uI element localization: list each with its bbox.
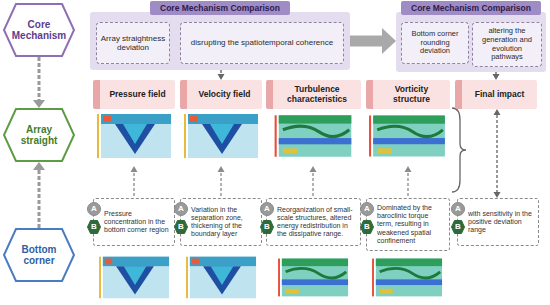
header-text: Vorticity structure (373, 83, 450, 106)
marker-letter: A (178, 205, 184, 213)
marker-letter: B (364, 223, 370, 231)
header-text: Final impact (472, 88, 528, 101)
mechanism-text: Array straightness deviation (97, 32, 169, 54)
marker-letter: A (264, 205, 270, 213)
marker-circle: A (87, 202, 101, 216)
mechanism-text: disrupting the spatiotemporal coherence (188, 36, 336, 49)
mechanism-text: Bottom corner rounding deviation (402, 28, 468, 58)
effect-box: Reorganization of small-scale structures… (266, 198, 361, 246)
grouping-brace (452, 108, 466, 192)
velocity-plot (182, 108, 262, 163)
effect-text: Reorganization of small-scale structures… (267, 203, 360, 241)
circle-badge (361, 203, 374, 216)
circle-badge (175, 203, 188, 216)
aspect-header: Final impact (455, 80, 537, 109)
circle-badge (452, 203, 465, 216)
circle-badge (88, 203, 101, 216)
aspect-header: Turbulence characteristics (266, 80, 361, 109)
effect-text: Dominated by the baroclinic torque term,… (367, 201, 449, 247)
marker-circle: A (451, 202, 465, 216)
panel-heading: Core Mechanism Comparison (150, 1, 290, 15)
category-label: Core Mechanism (3, 19, 75, 42)
marker-hexagon: B (174, 220, 188, 234)
hexagon-badge (361, 221, 374, 234)
vorticity-plot (367, 107, 449, 163)
marker-letter: A (364, 205, 370, 213)
marker-hexagon: B (360, 220, 374, 234)
aspect-header: Pressure field (93, 80, 175, 109)
marker-letter: B (178, 223, 184, 231)
leader-arrow (220, 172, 221, 196)
marker-letter: B (455, 223, 461, 231)
panel-heading: Core Mechanism Comparison (401, 1, 541, 15)
marker-hexagon: B (451, 220, 465, 234)
pressure-plot (97, 251, 173, 303)
vorticity-plot (370, 251, 446, 303)
marker-circle: A (174, 202, 188, 216)
turbulence-plot (276, 251, 352, 303)
leader-arrow (133, 172, 134, 196)
circle-badge (261, 203, 274, 216)
marker-circle: A (360, 202, 374, 216)
hexagon-outline (4, 109, 74, 161)
connector-arrow (220, 70, 221, 74)
mechanism-text: altering the generation and evolution pa… (473, 25, 541, 64)
category-label: Array straight (3, 124, 75, 147)
marker-hexagon: B (87, 220, 101, 234)
effect-box: with sensitivity in the positive deviati… (457, 198, 539, 246)
effect-text: with sensitivity in the positive deviati… (458, 207, 538, 237)
connector-arrow (495, 72, 496, 74)
marker-letter: A (91, 205, 97, 213)
hexagon-badge (452, 221, 465, 234)
category-label: Bottom corner (3, 244, 75, 267)
hexagon-badge (175, 221, 188, 234)
hexagon-badge (88, 221, 101, 234)
velocity-plot (184, 251, 260, 303)
connector-arrow (38, 170, 41, 228)
marker-hexagon: B (260, 220, 274, 234)
marker-letter: B (91, 223, 97, 231)
marker-letter: A (455, 205, 461, 213)
effect-box: Pressure concentration in the bottom cor… (93, 198, 175, 246)
hexagon-badge (261, 221, 274, 234)
header-text: Turbulence characteristics (273, 83, 361, 106)
effect-box: Variation in the separation zone, thicke… (180, 198, 262, 246)
aspect-header: Velocity field (180, 80, 262, 109)
hexagon-outline (4, 229, 74, 281)
leader-arrow (407, 172, 408, 196)
comparison-panel: Core Mechanism ComparisonBottom corner r… (396, 12, 546, 72)
connector-arrow (38, 57, 41, 100)
turbulence-plot (273, 107, 356, 164)
effect-box: Dominated by the baroclinic torque term,… (366, 198, 450, 251)
pressure-plot (95, 108, 175, 163)
mechanism-box: Array straightness deviation (96, 22, 170, 64)
mechanism-box: disrupting the spatiotemporal coherence (180, 22, 344, 64)
effect-text: Variation in the separation zone, thicke… (181, 203, 261, 241)
connector-arrow (496, 115, 497, 192)
marker-letter: B (264, 223, 270, 231)
header-text: Velocity field (196, 88, 254, 101)
connector-arrow (350, 36, 382, 47)
marker-circle: A (260, 202, 274, 216)
category-hexagon: Core Mechanism (3, 3, 75, 57)
leader-arrow (312, 172, 313, 196)
aspect-header: Vorticity structure (366, 80, 450, 109)
category-hexagon: Bottom corner (3, 228, 75, 282)
effect-text: Pressure concentration in the bottom cor… (94, 207, 174, 237)
mechanism-box: Bottom corner rounding deviation (401, 22, 469, 64)
comparison-panel: Core Mechanism ComparisonArray straightn… (90, 12, 350, 70)
header-text: Pressure field (106, 88, 168, 101)
category-hexagon: Array straight (3, 108, 75, 162)
mechanism-box: altering the generation and evolution pa… (472, 22, 542, 67)
